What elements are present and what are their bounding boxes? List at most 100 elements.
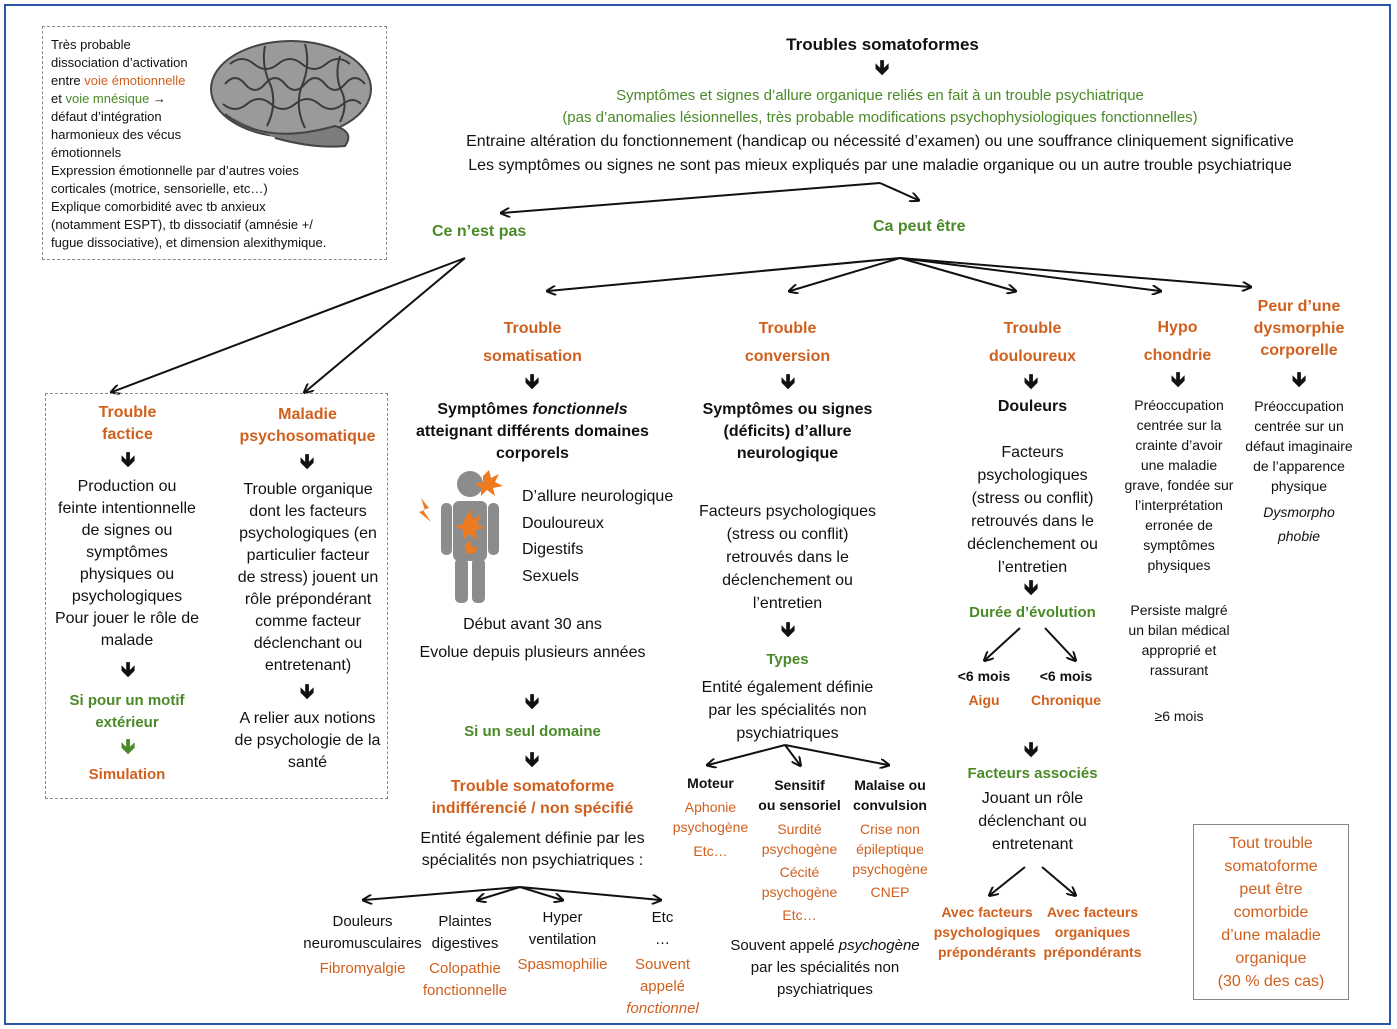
arrow-to-sensitif xyxy=(784,744,800,765)
down-arrow: 🡻 xyxy=(1291,369,1307,391)
somatisation-domains: D’allure neurologique Douloureux Digesti… xyxy=(522,484,692,590)
undifferentiated-title: Trouble somatoforme indifférencié / non … xyxy=(400,776,665,820)
douloureux-title-line: douloureux xyxy=(988,348,1077,365)
comorbid-line: organique xyxy=(1235,950,1307,967)
psychosom-line: Trouble organique xyxy=(243,481,373,498)
down-arrow: 🡻 xyxy=(524,749,540,771)
factice-line: symptômes xyxy=(86,544,168,561)
psychosom-title: Maladie psychosomatique xyxy=(225,404,390,448)
psychosom-title-line: Maladie xyxy=(278,406,337,423)
assoc-type-line: Avec facteurs xyxy=(1046,904,1139,920)
arrow-to-somatisation xyxy=(548,257,901,291)
entity-line: spécialités non psychiatriques : xyxy=(421,852,644,869)
factor-line: déclenchement ou xyxy=(967,536,1098,553)
sub-label: ventilation xyxy=(528,931,597,948)
down-arrow: 🡻 xyxy=(1023,577,1039,599)
inset-line: entre voie émotionnelle xyxy=(51,72,381,90)
hypochondrie-duration: ≥6 mois xyxy=(1154,708,1204,724)
factor-line: Facteurs xyxy=(1001,444,1064,461)
inset-prefix: et xyxy=(51,91,66,106)
psychosom-line: de stress) jouent un xyxy=(237,569,379,586)
type-sensitif: Sensitif ou sensoriel Surdité psychogène… xyxy=(752,775,847,925)
duree-evolution: Durée d’évolution xyxy=(969,604,1096,621)
entity-line: Entité également définie xyxy=(701,679,874,696)
type-example: Aphonie xyxy=(684,799,737,815)
sub-label: … xyxy=(655,931,670,948)
inset-line: Explique comorbidité avec tb anxieux xyxy=(51,199,266,214)
inset-line: Expression émotionnelle par d’autres voi… xyxy=(51,163,299,178)
type-label: Sensitif xyxy=(774,777,825,793)
psychosom-line: déclenchant ou xyxy=(253,635,363,652)
human-figure-pain-icon xyxy=(419,470,503,603)
psychosom-title-line: psychosomatique xyxy=(239,428,376,445)
type-example: Etc… xyxy=(693,843,728,859)
conversion-symptoms: Symptômes ou signes (déficits) d’allure … xyxy=(680,399,895,465)
duration-value: <6 mois xyxy=(957,668,1011,684)
sub-plaintes: Plaintes digestives Colopathie fonctionn… xyxy=(415,911,515,1002)
conversion-sym-line: neurologique xyxy=(736,445,839,462)
branch-ca-peut-etre: Ca peut être xyxy=(873,218,966,235)
assoc-line: entretenant xyxy=(992,836,1073,853)
arrow-to-aigu xyxy=(985,627,1021,660)
somatisation-entity: Entité également définie par les spécial… xyxy=(390,828,675,872)
arrow-to-conversion xyxy=(790,257,901,291)
domain-item: Sexuels xyxy=(522,567,579,585)
psychosom-line: particulier facteur xyxy=(246,547,370,564)
down-arrow: 🡻 xyxy=(780,371,796,393)
sub-label: digestives xyxy=(431,935,499,952)
down-arrow: 🡻 xyxy=(299,681,315,703)
inset-line: émotionnels xyxy=(51,145,122,160)
inset-line: Très probable xyxy=(51,37,131,52)
note-line: psychiatriques xyxy=(777,981,873,998)
factor-line: déclenchement ou xyxy=(722,572,853,589)
hypochondrie-persist: Persiste malgré un bilan médical appropr… xyxy=(1115,600,1243,680)
entity-line: psychiatriques xyxy=(736,725,839,742)
arrow-to-psychosomatique xyxy=(305,257,466,392)
factice-line: feinte intentionnelle xyxy=(58,500,196,517)
factice-line: psychologiques xyxy=(71,588,183,605)
psychosom-line: comme facteur xyxy=(255,613,361,630)
assoc-type-line: prépondérants xyxy=(937,944,1036,960)
arrow-to-facteurs-org xyxy=(1041,866,1075,895)
down-arrow: 🡻 xyxy=(1023,739,1039,761)
sub-example: Souvent xyxy=(634,956,691,973)
type-example: CNEP xyxy=(870,884,910,900)
arrow-to-etc xyxy=(519,886,660,900)
psychosom-note-line: santé xyxy=(287,754,328,771)
hypo-title-line: Hypo xyxy=(1157,319,1198,336)
somatisation-title-line: somatisation xyxy=(483,348,582,365)
comorbid-box xyxy=(1193,824,1349,1000)
somatisation-onset: Début avant 30 ans Evolue depuis plusieu… xyxy=(400,611,665,667)
entity-line: par les spécialités non xyxy=(708,702,867,719)
assoc-type-line: organiques xyxy=(1054,924,1131,940)
hypo-line: erronée de xyxy=(1145,517,1213,533)
definition-black-2: Les symptômes ou signes ne sont pas mieu… xyxy=(468,157,1292,174)
somatisation-symptoms: Symptômes fonctionnels atteignant différ… xyxy=(400,399,665,465)
sub-example-italic: fonctionnel xyxy=(626,1000,699,1017)
assoc-psychologiques: Avec facteurs psychologiques prépondéran… xyxy=(932,902,1042,962)
comorbid-text: Tout trouble somatoforme peut être comor… xyxy=(1195,832,1347,993)
inset-line: corticales (motrice, sensorielle, etc…) xyxy=(51,181,268,196)
hypo-line: grave, fondée sur xyxy=(1124,477,1234,493)
factice-title-line: Trouble xyxy=(98,404,157,421)
down-arrow: 🡻 xyxy=(780,619,796,641)
voie-mnesique: voie mnésique xyxy=(65,91,150,106)
comorbid-line: (30 % des cas) xyxy=(1217,973,1325,990)
douloureux-title: Trouble douloureux xyxy=(960,315,1105,371)
note-line: par les spécialités non xyxy=(750,959,900,976)
type-label: Malaise ou xyxy=(854,777,926,793)
conversion-types-label: Types xyxy=(766,651,809,668)
sub-label: Plaintes xyxy=(438,913,492,930)
somatisation-sym-line: Symptômes fonctionnels xyxy=(400,399,665,421)
assoc-type-line: Avec facteurs xyxy=(941,904,1033,920)
inset-line: dissociation d’activation xyxy=(51,55,188,70)
evolution-line: Evolue depuis plusieurs années xyxy=(419,644,646,661)
type-label: ou sensoriel xyxy=(758,797,841,813)
factice-cond-line: extérieur xyxy=(95,714,159,731)
definition-black: Entraine altération du fonctionnement (h… xyxy=(400,130,1360,178)
branch-ce-nest-pas: Ce n’est pas xyxy=(432,223,527,240)
type-example: Surdité xyxy=(777,821,822,837)
factor-line: retrouvés dans le xyxy=(971,513,1094,530)
factor-line: psychologiques xyxy=(977,467,1088,484)
type-label: convulsion xyxy=(853,797,927,813)
